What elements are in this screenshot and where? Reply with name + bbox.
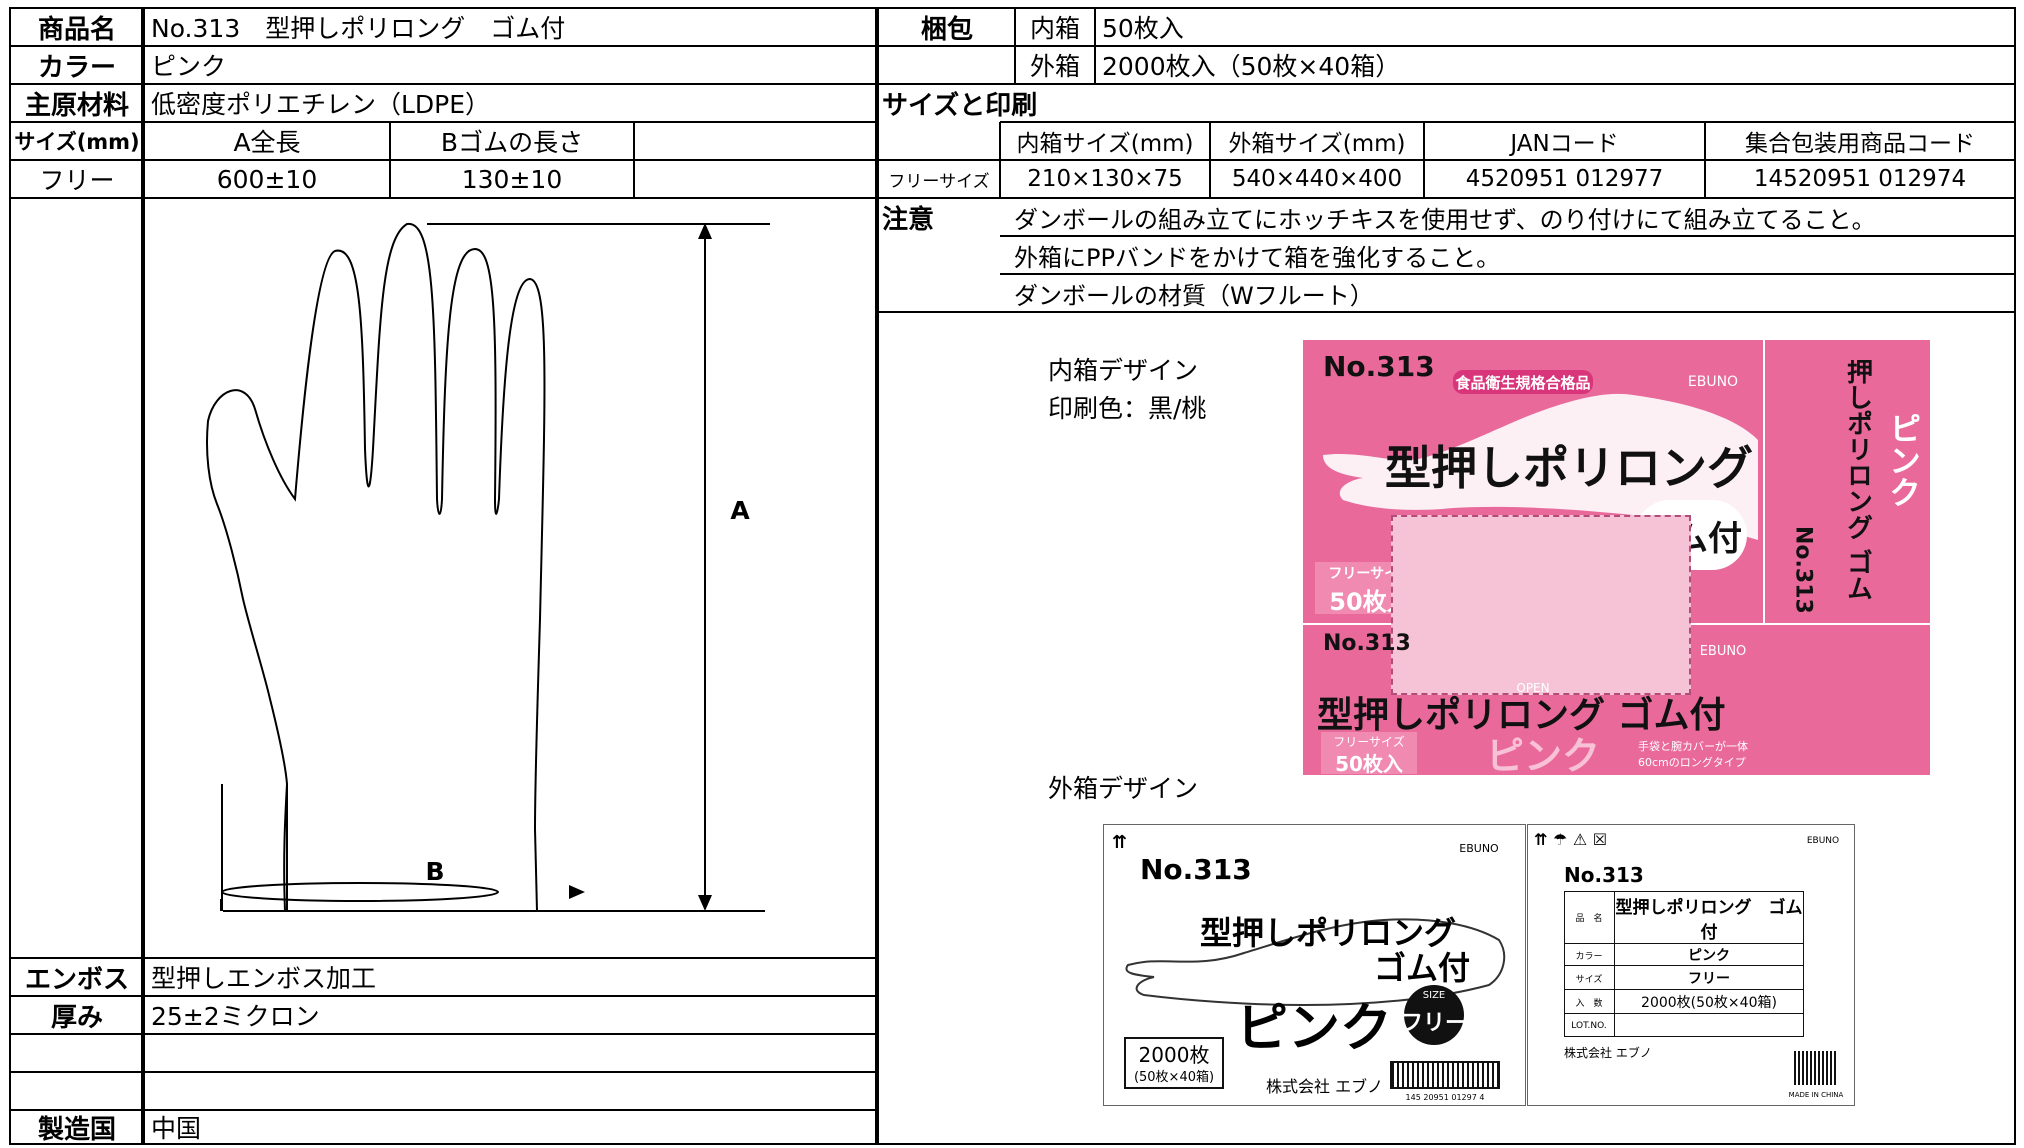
case-code: 14520951 012974 [1753, 166, 1967, 192]
material-value: 低密度ポリエチレン（LDPE） [151, 90, 491, 119]
outer-made-in: MADE IN CHINA [1788, 1091, 1844, 1099]
diagram-label-b: B [425, 856, 445, 886]
spec-qty-label: 入 数 [1575, 998, 1603, 1009]
header-case-code: 集合包装用商品コード [1745, 131, 1975, 157]
inner-design-label: 内箱デザイン [1048, 356, 1199, 385]
inner-window [1391, 515, 1691, 695]
outer-size: 540×440×400 [1231, 166, 1403, 192]
outer-box-front: ⇈ No.313 EBUNO 型押しポリロング ゴム付 ピンク SIZE フリー… [1103, 824, 1526, 1106]
outer-this-side-up-icon: ⇈ [1112, 831, 1128, 853]
size-print-label: サイズと印刷 [882, 90, 1038, 121]
note-2: 外箱にPPバンドをかけて箱を強化すること。 [1014, 243, 1501, 272]
row-label: フリーサイズ [888, 171, 990, 192]
outer-handling-icons: ⇈ ☂ ⚠ ☒ [1534, 829, 1608, 849]
product-name: No.313 型押しポリロング ゴム付 [151, 14, 566, 43]
header-inner-size: 内箱サイズ(mm) [1016, 131, 1194, 157]
inner-value: 50枚入 [1102, 14, 1184, 43]
inner-certification: 食品衛生規格合格品 [1453, 370, 1593, 394]
glove-diagram [206, 222, 770, 912]
outer-count: 2000枚 [1138, 1042, 1210, 1067]
col-b-header: Bゴムの長さ [440, 128, 584, 157]
outer-spec-model: No.313 [1564, 863, 1644, 887]
a-value: 600±10 [216, 164, 318, 194]
inner-open: OPEN [1516, 681, 1550, 695]
inner-flap-count: 50枚入 [1321, 750, 1417, 774]
outer-box-side: ⇈ ☂ ⚠ ☒ EBUNO No.313 品 名 型押しポリロング ゴム付 カラ… [1527, 824, 1855, 1106]
inner-flap-desc-1: 手袋と腕カバーが一体 [1638, 740, 1748, 753]
note-1: ダンボールの組み立てにホッチキスを使用せず、のり付けにて組み立てること。 [1014, 205, 1876, 234]
outer-value: 2000枚入（50枚×40箱） [1102, 52, 1401, 81]
outer-barcode [1390, 1061, 1500, 1089]
outer-count-box [1124, 1037, 1224, 1089]
size-row-label: フリー [39, 166, 115, 195]
outer-label: 外箱 [1029, 52, 1080, 81]
inner-side-model: No.313 [1790, 526, 1816, 614]
outer-side-brand: EBUNO [1806, 836, 1840, 846]
emboss-label: エンボス [24, 964, 129, 995]
outer-barcode-text: 145 20951 01297 4 [1405, 1092, 1485, 1102]
material-label: 主原材料 [24, 90, 129, 121]
spec-lot-label: LOT.NO. [1571, 1021, 1607, 1031]
note-label: 注意 [882, 204, 935, 235]
inner-arm-graphic [1323, 393, 1758, 540]
inner-flap-size-tag: フリーサイズ [1321, 732, 1417, 750]
header-outer-size: 外箱サイズ(mm) [1228, 131, 1406, 157]
inner-title: 型押しポリロング [1385, 441, 1753, 495]
col-a-header: A全長 [233, 128, 301, 157]
header-jan: JANコード [1510, 131, 1619, 157]
inner-model: No.313 [1323, 349, 1435, 383]
outer-side-barcode [1794, 1051, 1838, 1085]
color-label: カラー [37, 52, 116, 83]
outer-model: No.313 [1140, 852, 1252, 886]
emboss-value: 型押しエンボス加工 [151, 964, 377, 993]
outer-design-label: 外箱デザイン [1048, 774, 1199, 803]
inner-flap-brand: EBUNO [1699, 643, 1747, 659]
outer-size: フリー [1404, 1011, 1464, 1036]
spec-color-label: カラー [1575, 951, 1603, 962]
outer-color: ピンク [1235, 998, 1392, 1054]
glove-outline [206, 222, 546, 912]
spec-size-label: サイズ [1575, 974, 1603, 985]
inner-label: 内箱 [1029, 14, 1080, 43]
inner-side-color: ピンク [1884, 412, 1922, 508]
inner-box-side [1765, 340, 1930, 623]
product-name-label: 商品名 [37, 14, 116, 45]
spec-name: 型押しポリロング ゴム付 [1615, 898, 1803, 941]
thickness-value: 25±2ミクロン [151, 1002, 320, 1031]
color-value: ピンク [151, 52, 227, 81]
inner-flap-model: No.313 [1323, 630, 1411, 656]
jan-code: 4520951 012977 [1465, 166, 1664, 192]
inner-side-title: 型押しポリロング ゴム付 [1842, 360, 1873, 600]
outer-title: 型押しポリロング [1200, 914, 1457, 952]
spec-qty: 2000枚(50枚×40箱) [1641, 995, 1777, 1011]
outer-arm-graphic [1125, 918, 1506, 1007]
outer-brand: EBUNO [1459, 841, 1499, 855]
b-value: 130±10 [461, 164, 563, 194]
outer-company: 株式会社 エブノ [1266, 1077, 1384, 1096]
inner-brand: EBUNO [1687, 374, 1739, 390]
inner-flap-color: ピンク [1485, 733, 1600, 775]
outer-size-small: SIZE [1422, 989, 1446, 1001]
diagram-label-a: A [730, 495, 750, 525]
inner-flap-title: 型押しポリロング ゴム付 [1317, 695, 1726, 734]
outer-company-2: 株式会社 エブノ [1564, 1045, 1652, 1060]
spec-color: ピンク [1688, 948, 1730, 964]
print-color-label: 印刷色：黒/桃 [1048, 394, 1207, 423]
origin-value: 中国 [151, 1114, 202, 1143]
thickness-label: 厚み [50, 1002, 103, 1033]
size-label: サイズ(mm) [14, 130, 140, 154]
outer-feature: ゴム付 [1374, 949, 1471, 987]
outer-count-sub: (50枚×40箱) [1133, 1069, 1215, 1085]
spec-name-label: 品 名 [1575, 913, 1603, 924]
origin-label: 製造国 [37, 1114, 116, 1144]
spec-size: フリー [1688, 971, 1730, 987]
outer-size-badge [1404, 985, 1464, 1045]
inner-flap-desc-2: 60cmのロングタイプ [1638, 756, 1746, 769]
inner-box-design: No.313 食品衛生規格合格品 EBUNO 型押しポリロング ピンク ゴム付 … [1303, 340, 1930, 777]
outer-spec-table [1564, 891, 1804, 1037]
packing-label: 梱包 [920, 14, 973, 45]
note-3: ダンボールの材質（Wフルート） [1014, 281, 1374, 310]
inner-size: 210×130×75 [1027, 166, 1183, 192]
